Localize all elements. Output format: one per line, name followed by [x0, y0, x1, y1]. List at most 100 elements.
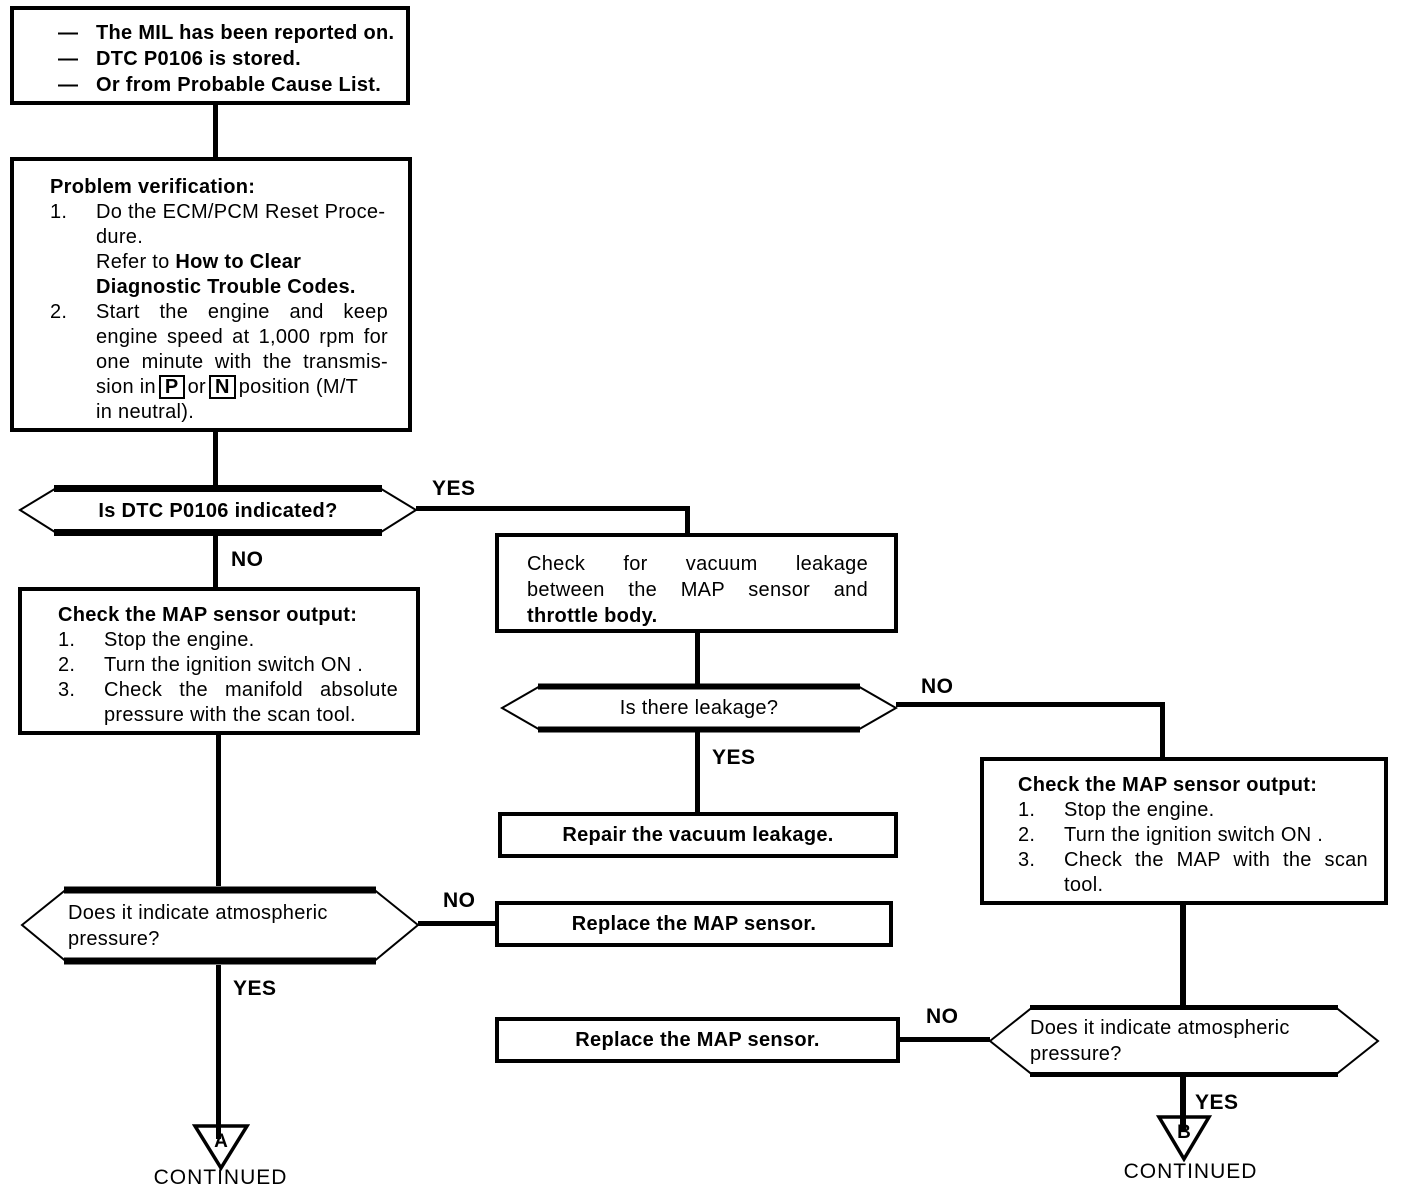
- edge-start-to-verify: [213, 104, 218, 157]
- refer-plain: Refer to: [96, 251, 176, 273]
- edge-checkleft-to-atm-decision: [216, 733, 221, 886]
- offpage-connector-a: A: [192, 1121, 250, 1171]
- verify-step2-cont: one minute with the transmis-: [50, 350, 388, 375]
- continued-label-b: CONTINUED: [1123, 1160, 1258, 1183]
- action-replace-map-sensor-1: Replace the MAP sensor.: [495, 901, 893, 947]
- edge-leak-no-horizontal: [896, 702, 1165, 707]
- dash-bullet: —: [58, 74, 79, 96]
- step-text: in neutral).: [96, 401, 195, 423]
- step-text: or: [187, 376, 206, 398]
- edge-label-no-dtc: NO: [231, 548, 264, 571]
- decision-text: Is DTC P0106 indicated?: [98, 499, 338, 522]
- connector-letter: A: [214, 1131, 228, 1152]
- process-check-vacuum-leakage: Check for vacuum leakage between the MAP…: [495, 533, 898, 633]
- decision-text-line: Does it indicate atmospheric: [1030, 1017, 1290, 1039]
- hexagon-shape: [988, 1005, 1380, 1077]
- step-text: Stop the engine.: [104, 629, 255, 651]
- step-number: 1.: [50, 201, 68, 223]
- edge-dtc-no-vertical: [213, 535, 218, 589]
- edge-atmright-no-horizontal: [897, 1037, 990, 1042]
- step-text: Turn the ignition switch ON .: [1064, 824, 1324, 846]
- dash-bullet: —: [58, 22, 79, 44]
- step-number: 3.: [1018, 849, 1036, 871]
- action-repair-vacuum-leakage: Repair the vacuum leakage.: [498, 812, 898, 858]
- step-number: 3.: [58, 679, 76, 701]
- edge-label-no-atm-right: NO: [926, 1005, 959, 1028]
- triangle-down-icon: B: [1156, 1115, 1212, 1162]
- edge-checkright-to-atm-decision: [1180, 903, 1186, 1005]
- step-text: Start the engine and keep: [96, 301, 388, 323]
- edge-label-yes-dtc: YES: [432, 477, 476, 500]
- decision-text-line: pressure?: [68, 927, 160, 950]
- edge-atmleft-no-horizontal: [418, 921, 496, 926]
- continued-label-a: CONTINUED: [153, 1166, 288, 1189]
- check-right-title: Check the MAP sensor output:: [1018, 774, 1318, 796]
- step-text: pressure with the scan tool.: [104, 704, 356, 726]
- edge-dtc-yes-vertical: [685, 506, 690, 535]
- step-number: 2.: [50, 301, 68, 323]
- step-text: tool.: [1064, 874, 1104, 896]
- edge-atmleft-yes-vertical: [216, 965, 221, 1139]
- check-right-step3-cont: tool.: [1018, 873, 1368, 898]
- start-line-text: DTC P0106 is stored.: [96, 48, 301, 70]
- decision-text-wrap: Does it indicate atmospheric pressure?: [20, 884, 420, 967]
- step-text: Check the MAP with the scan: [1064, 849, 1368, 871]
- refer-bold: How to Clear: [175, 251, 302, 273]
- verify-step1: 1. Do the ECM/PCM Reset Proce-: [50, 200, 388, 225]
- start-line: — DTC P0106 is stored.: [58, 46, 406, 72]
- edge-dtc-yes-horizontal: [416, 506, 690, 511]
- process-problem-verification: Problem verification: 1. Do the ECM/PCM …: [10, 157, 412, 432]
- action-replace-map-sensor-2: Replace the MAP sensor.: [495, 1017, 900, 1063]
- vacuum-line: between the MAP sensor and: [527, 579, 868, 601]
- check-left-step3: 3. Check the manifold absolute: [58, 678, 398, 703]
- verify-step2-cont: engine speed at 1,000 rpm for: [50, 325, 388, 350]
- decision-text: Is there leakage?: [619, 697, 779, 719]
- check-left-step2: 2. Turn the ignition switch ON .: [58, 653, 398, 678]
- check-right-step3: 3. Check the MAP with the scan: [1018, 848, 1368, 873]
- decision-text-wrap: Does it indicate atmospheric pressure?: [988, 1003, 1380, 1079]
- verify-refer-line1: Refer to How to Clear: [50, 250, 388, 275]
- decision-dtc-indicated: Is DTC P0106 indicated?: [18, 484, 418, 537]
- process-check-map-left: Check the MAP sensor output: 1. Stop the…: [18, 587, 420, 735]
- gear-p-keybox: P: [158, 375, 185, 399]
- check-right-step1: 1. Stop the engine.: [1018, 798, 1368, 823]
- step-text: Check the manifold absolute: [104, 679, 398, 701]
- start-node-conditions: — The MIL has been reported on. — DTC P0…: [10, 6, 410, 105]
- start-line: — The MIL has been reported on.: [58, 20, 406, 46]
- decision-atmospheric-right: Does it indicate atmospheric pressure?: [988, 1003, 1380, 1079]
- gear-n-keybox: N: [208, 375, 236, 399]
- decision-text-line: Does it indicate atmospheric: [68, 901, 328, 924]
- edge-verify-to-dtc-decision: [213, 430, 218, 486]
- step-text: engine speed at 1,000 rpm for: [96, 326, 388, 348]
- edge-label-yes-atm-right: YES: [1195, 1091, 1239, 1114]
- offpage-connector-b: B: [1156, 1112, 1212, 1162]
- start-line-text: The MIL has been reported on.: [96, 22, 395, 44]
- edge-label-yes-leak: YES: [712, 746, 756, 769]
- check-left-step1: 1. Stop the engine.: [58, 628, 398, 653]
- step-number: 1.: [58, 629, 76, 651]
- verify-title: Problem verification:: [50, 176, 256, 198]
- step-number: 2.: [58, 654, 76, 676]
- check-left-title: Check the MAP sensor output:: [58, 604, 358, 626]
- step-text: position (M/T: [238, 376, 359, 398]
- decision-atmospheric-left: Does it indicate atmospheric pressure?: [20, 884, 420, 967]
- edge-label-no-leak: NO: [921, 675, 954, 698]
- edge-leak-no-vertical: [1160, 702, 1165, 759]
- edge-label-yes-atm-left: YES: [233, 977, 277, 1000]
- edge-label-no-atm-left: NO: [443, 889, 476, 912]
- decision-is-there-leakage: Is there leakage?: [500, 682, 898, 734]
- check-right-step2: 2. Turn the ignition switch ON .: [1018, 823, 1368, 848]
- triangle-down-icon: A: [192, 1124, 250, 1171]
- connector-letter: B: [1177, 1122, 1191, 1143]
- step-number: 1.: [1018, 799, 1036, 821]
- step-number: 2.: [1018, 824, 1036, 846]
- vacuum-line: Check for vacuum leakage: [527, 553, 868, 575]
- step-text: Do the ECM/PCM Reset Proce-: [96, 201, 386, 223]
- verify-step2-end: in neutral).: [50, 400, 388, 425]
- step-text: dure.: [96, 226, 144, 248]
- vacuum-line: throttle body.: [527, 605, 658, 627]
- start-line: — Or from Probable Cause List.: [58, 72, 406, 98]
- step-text: Turn the ignition switch ON .: [104, 654, 364, 676]
